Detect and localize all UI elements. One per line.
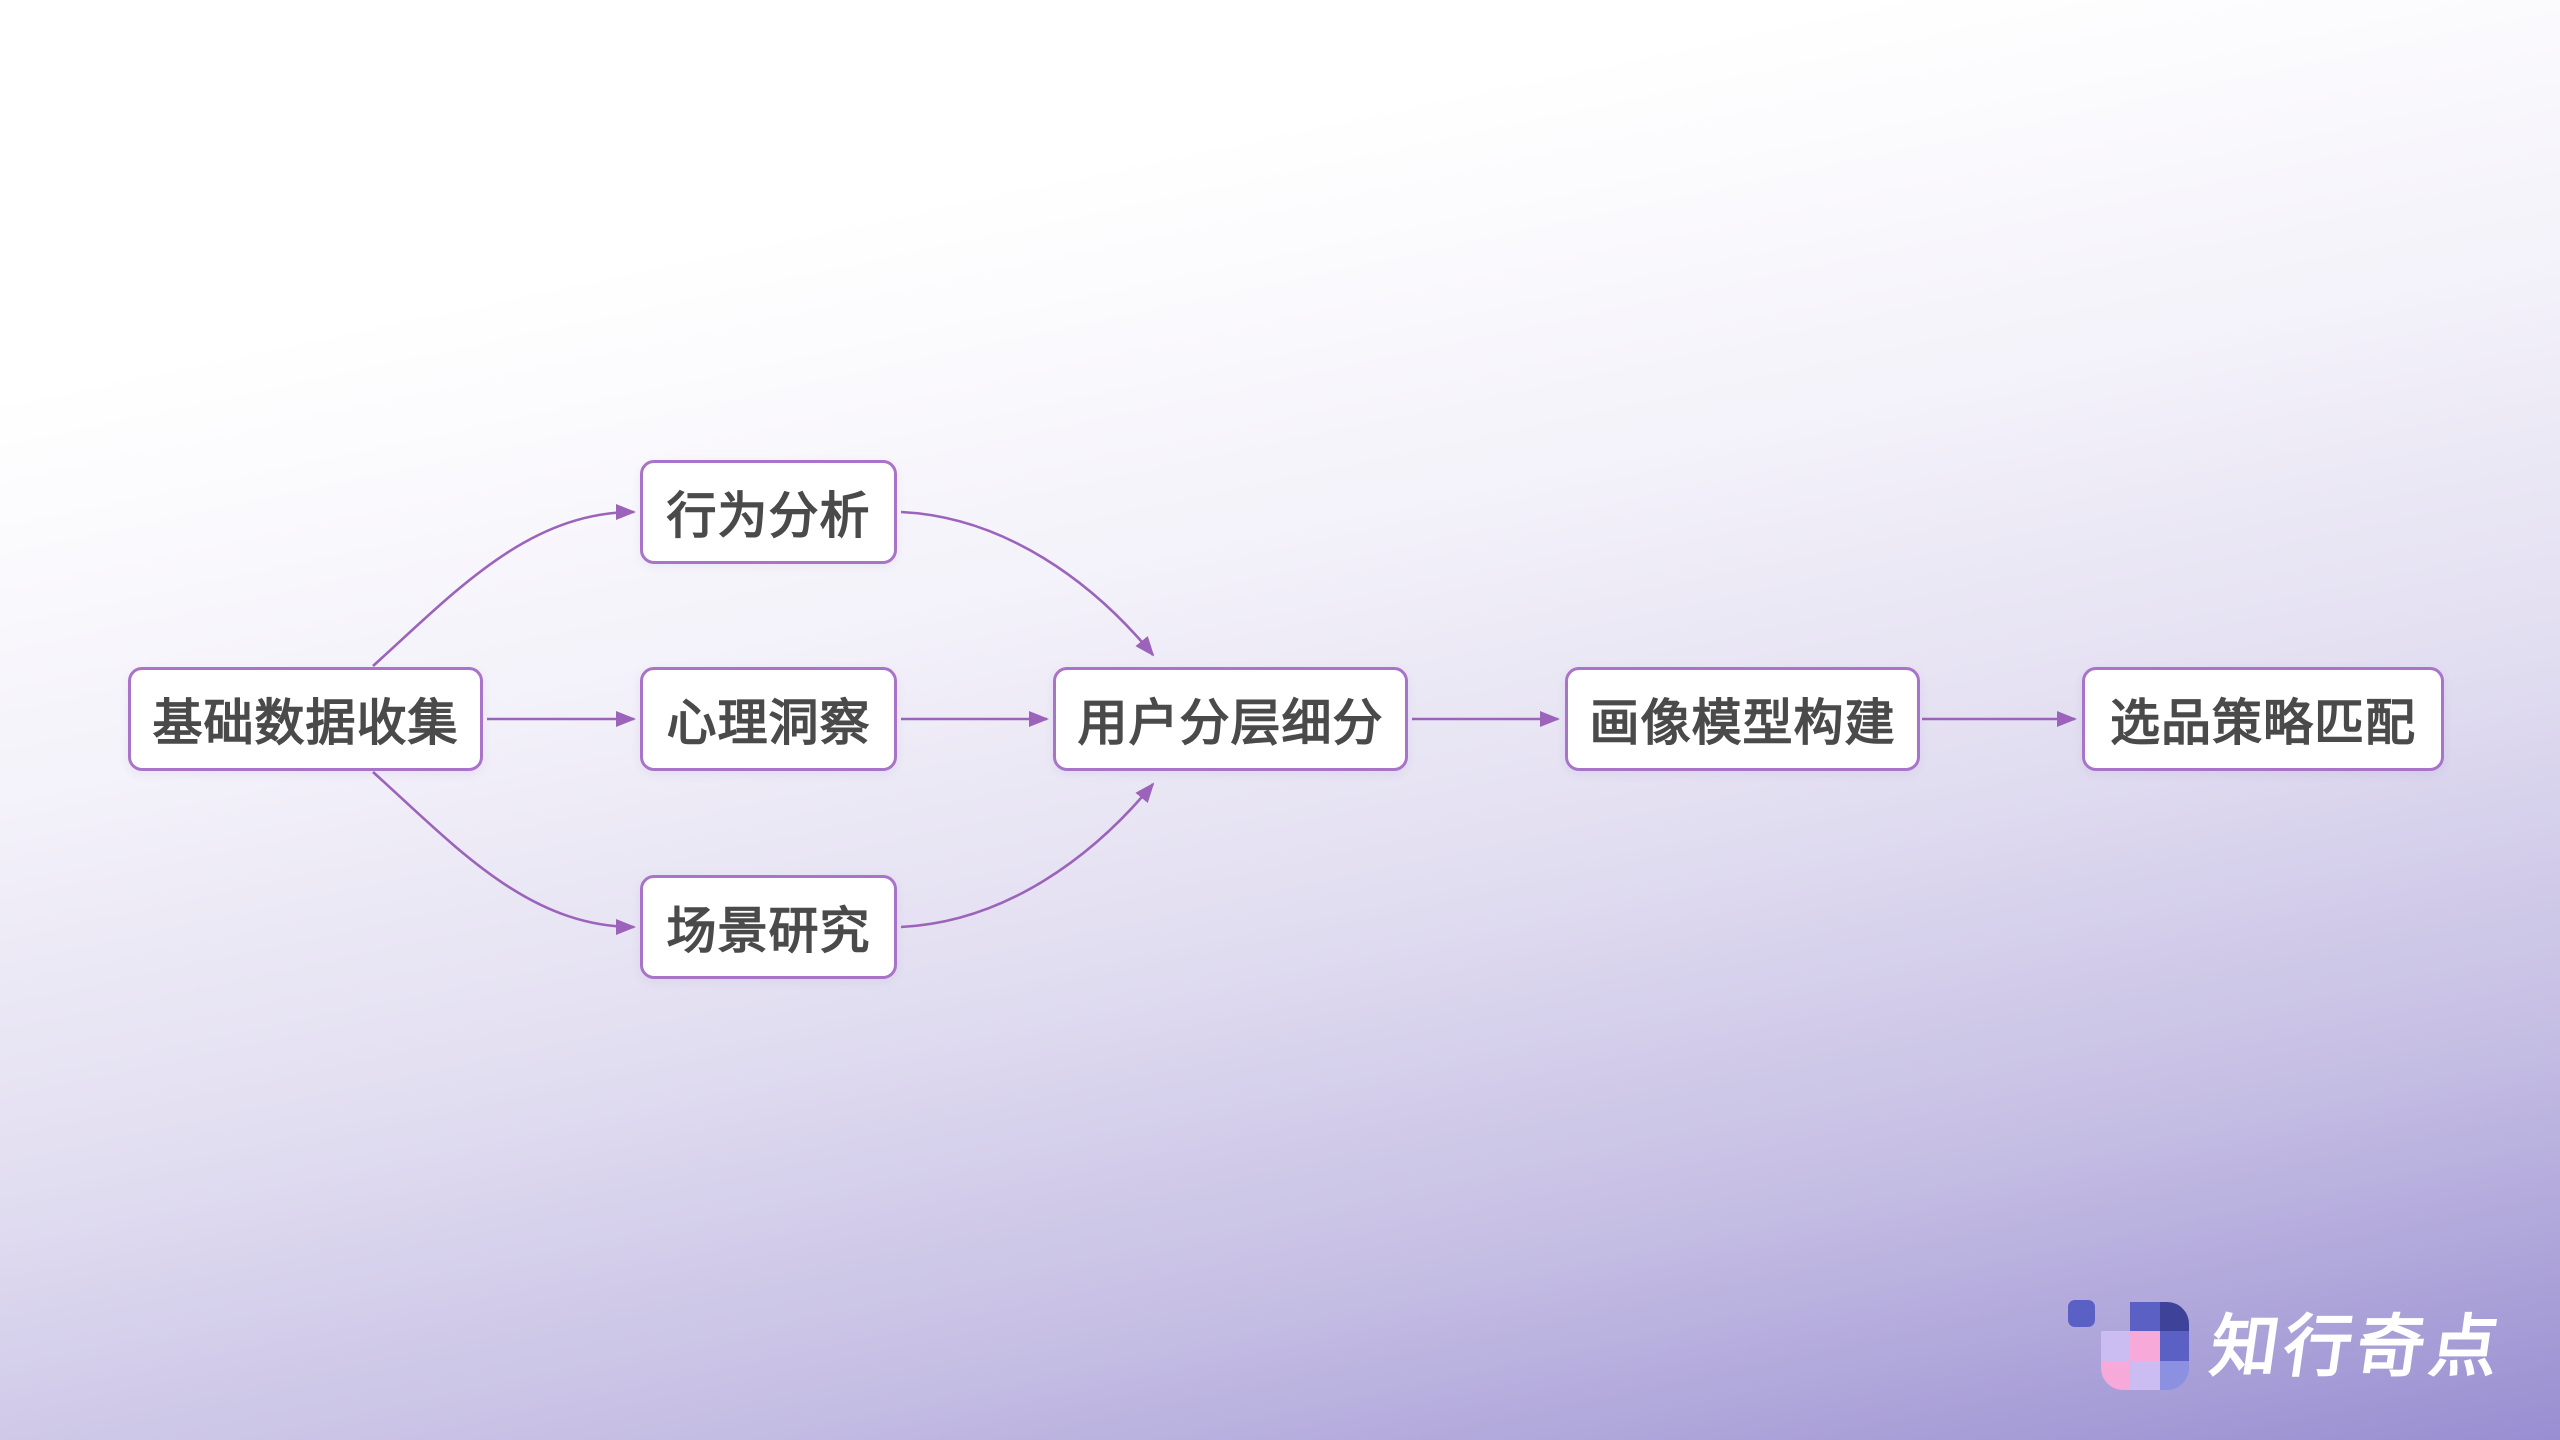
node-label: 场景研究 [666,903,871,959]
logo-grid [2100,1302,2189,1390]
node-label: 选品策略匹配 [2110,695,2416,751]
node-user-segmentation[interactable]: 用户分层细分 [1053,667,1408,771]
node-label: 行为分析 [666,488,871,544]
node-scenario-research[interactable]: 场景研究 [640,875,897,979]
brand-logo-icon [2067,1288,2189,1392]
node-label: 心理洞察 [666,695,871,751]
node-label: 用户分层细分 [1077,695,1384,751]
edge-behavior-to-segmentation [900,510,1155,657]
node-label: 画像模型构建 [1589,695,1896,751]
edge-scenario-to-segmentation [900,782,1155,929]
node-behavior-analysis[interactable]: 行为分析 [640,460,897,564]
node-psychology-insight[interactable]: 心理洞察 [640,667,897,771]
node-selection-strategy-matching[interactable]: 选品策略匹配 [2082,667,2444,771]
edge-base-to-behavior [372,504,636,667]
edge-base-to-scenario [372,771,636,935]
brand-logo-text: 知行奇点 [2205,1308,2509,1385]
node-persona-model-building[interactable]: 画像模型构建 [1565,667,1920,771]
node-base-data-collection[interactable]: 基础数据收集 [128,667,483,771]
logo-small-square [2067,1300,2095,1327]
node-label: 基础数据收集 [152,695,459,751]
brand-logo: 知行奇点 [2067,1288,2508,1392]
